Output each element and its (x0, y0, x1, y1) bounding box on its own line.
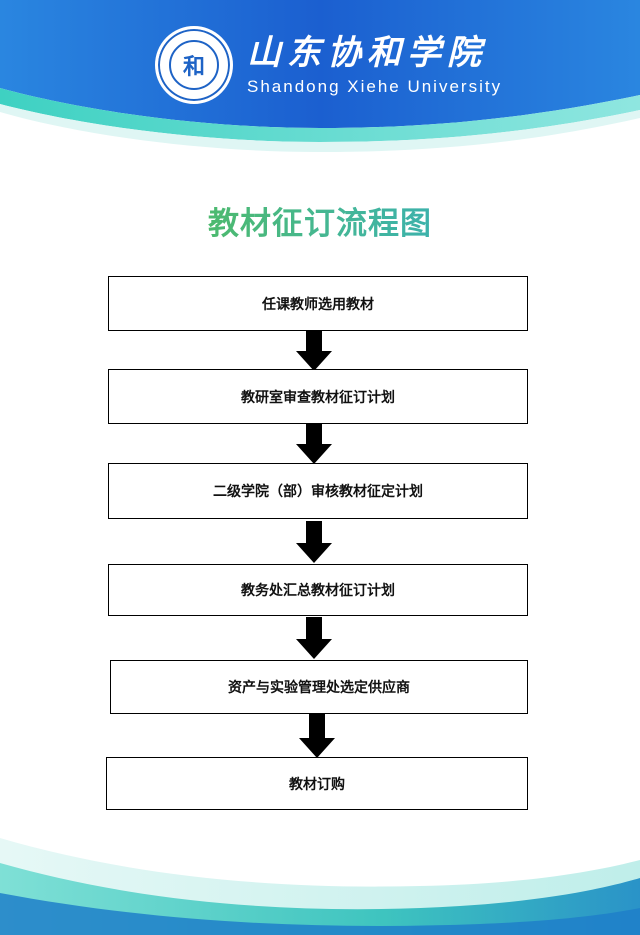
flow-step-label: 教务处汇总教材征订计划 (241, 583, 395, 599)
down-arrow-icon (296, 521, 332, 563)
flow-step: 二级学院（部）审核教材征定计划 (108, 463, 528, 519)
flow-step-label: 教材订购 (289, 776, 345, 793)
down-arrow-icon (296, 617, 332, 659)
flow-step: 教务处汇总教材征订计划 (108, 564, 528, 616)
university-name-en: Shandong Xiehe University (247, 77, 503, 96)
flow-step: 教研室审查教材征订计划 (108, 369, 528, 424)
footer-wave (0, 818, 640, 935)
flow-step: 资产与实验管理处选定供应商 (110, 660, 528, 714)
university-logo: 和 山东协和学院 Shandong Xiehe University (155, 26, 502, 104)
page-title: 教材征订流程图 (0, 198, 640, 243)
header-banner (0, 0, 640, 160)
flow-step-label: 任课教师选用教材 (262, 296, 374, 313)
university-seal-icon: 和 (155, 26, 233, 104)
flow-step-label: 二级学院（部）审核教材征定计划 (213, 484, 423, 500)
down-arrow-icon (299, 714, 335, 758)
seal-center-text: 和 (169, 40, 219, 90)
flow-step-label: 资产与实验管理处选定供应商 (228, 680, 410, 696)
down-arrow-icon (296, 331, 332, 371)
university-name-cn: 山东协和学院 (247, 33, 487, 73)
down-arrow-icon (296, 424, 332, 464)
flow-step: 任课教师选用教材 (108, 276, 528, 331)
flow-step: 教材订购 (106, 757, 528, 810)
flow-step-label: 教研室审查教材征订计划 (241, 389, 395, 406)
